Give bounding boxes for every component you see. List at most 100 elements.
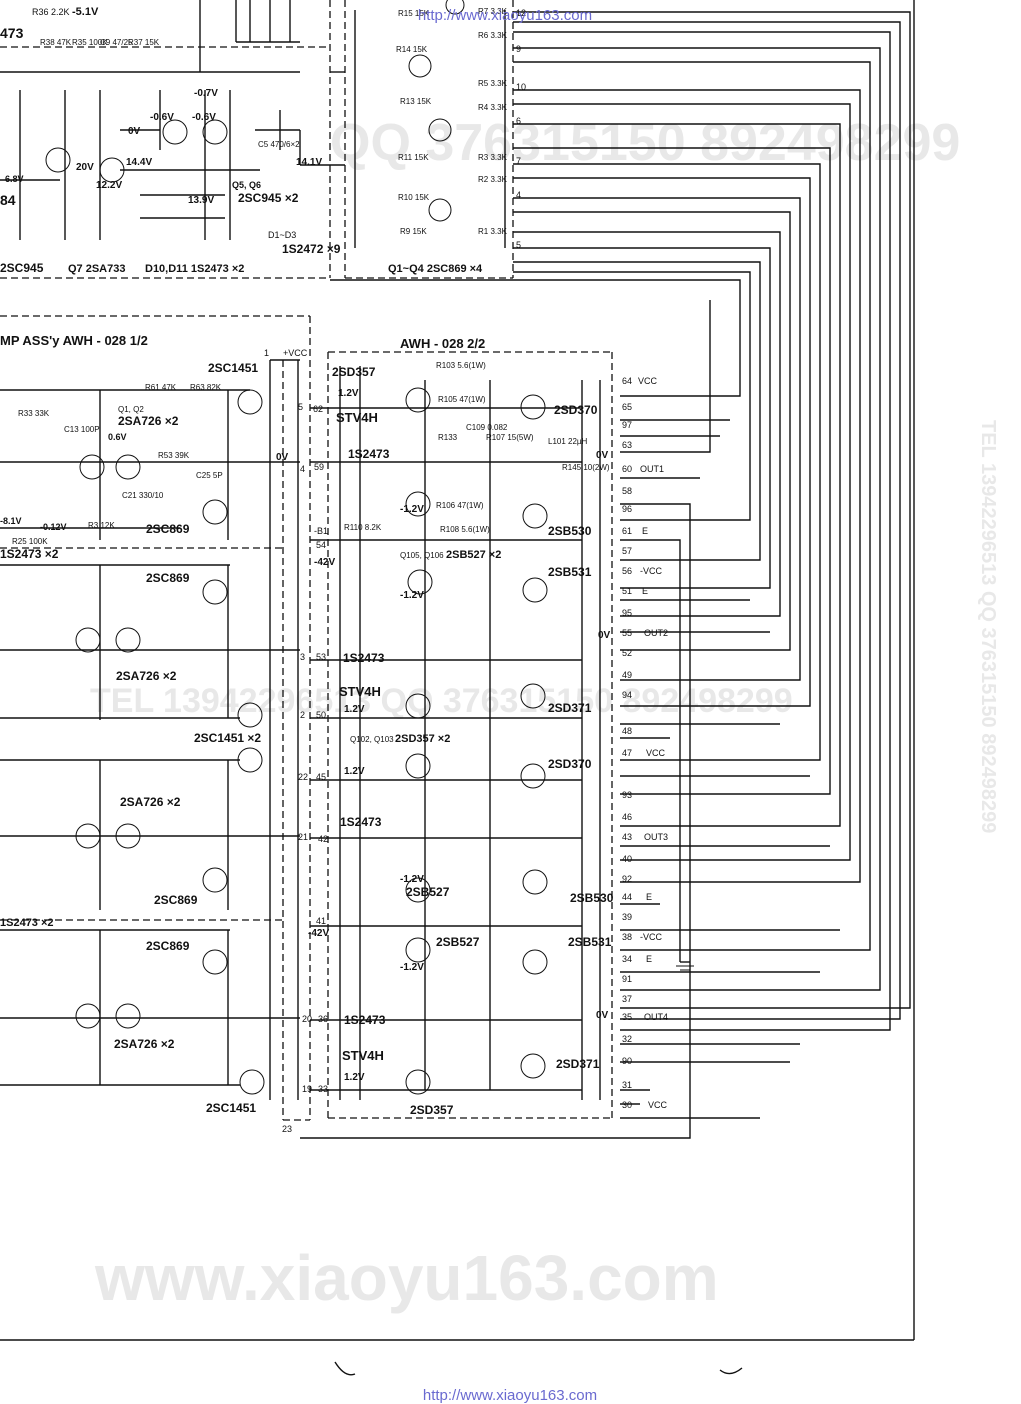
top-voltage-12v2: 12.2V bbox=[96, 180, 122, 191]
top-q1q4-label: Q1~Q4 2SC869 ×4 bbox=[388, 263, 483, 275]
amp-right-lpin-54: 54 bbox=[316, 540, 326, 550]
amp-right-0v-b: 0V bbox=[598, 630, 611, 641]
amp-right-v-2: -1.2V bbox=[400, 504, 424, 515]
amp-left-pin-2: 2 bbox=[300, 710, 305, 720]
amp-right-0v-a: 0V bbox=[596, 450, 609, 461]
pin-56: 56 bbox=[622, 566, 632, 576]
amp-right-v-5: 1.2V bbox=[344, 766, 365, 777]
amp-left-pin-3: 3 bbox=[300, 652, 305, 662]
watermark-site: www.xiaoyu163.com bbox=[94, 1242, 719, 1314]
top-voltage-6v8: 6.8V bbox=[5, 174, 24, 184]
ladder-pin-12: 12 bbox=[516, 8, 526, 18]
ladder-r7: R7 3.3K bbox=[478, 7, 508, 16]
top-voltage-0v7: -0.7V bbox=[194, 88, 218, 99]
amp-right-part-17: 2SD371 bbox=[548, 701, 592, 715]
amp-left-part-3: 2SC869 bbox=[146, 522, 190, 536]
ladder-r6: R6 3.3K bbox=[478, 31, 508, 40]
pin-64: 64 bbox=[622, 376, 632, 386]
ladder-r2: R2 3.3K bbox=[478, 175, 508, 184]
amp-right-part-15: 2SB530 bbox=[548, 524, 592, 538]
amp-right-part-8: 1S2473 bbox=[340, 815, 382, 829]
amp-right-v-9: -42V bbox=[314, 557, 335, 568]
ladder-r15: R15 15K bbox=[398, 9, 430, 18]
amp-left-r33: R33 33K bbox=[18, 409, 50, 418]
amp-right-q105q106: Q105, Q106 bbox=[400, 551, 444, 560]
pin-49: 49 bbox=[622, 670, 632, 680]
bottom-url: http://www.xiaoyu163.com bbox=[423, 1387, 597, 1404]
amp-right-b1: -B1 bbox=[314, 526, 328, 536]
pin-55-label: OUT2 bbox=[644, 628, 668, 638]
amp-right-lpin-33: 33 bbox=[318, 1084, 328, 1094]
amp-left-part-2: 2SA726 ×2 bbox=[118, 414, 179, 428]
pin-48: 48 bbox=[622, 726, 632, 736]
amp-right-part-20: 2SB531 bbox=[568, 935, 612, 949]
amp-right-v-3: -1.2V bbox=[400, 590, 424, 601]
amp-left-part-1: 2SC1451 bbox=[208, 361, 258, 375]
amp-right-v-8: 1.2V bbox=[344, 1072, 365, 1083]
top-voltage-14v1: 14.1V bbox=[296, 157, 322, 168]
pin-64-label: VCC bbox=[638, 376, 658, 386]
pin-44-label: E bbox=[646, 892, 652, 902]
top-partial-473: 473 bbox=[0, 25, 24, 41]
amp-left-title: MP ASS'y AWH - 028 1/2 bbox=[0, 333, 148, 348]
amp-left-81v: -8.1V bbox=[0, 516, 22, 526]
amp-right-part-4: 2SB527 ×2 bbox=[446, 549, 501, 561]
pin-40: 40 bbox=[622, 854, 632, 864]
top-url: http://www.xiaoyu163.com bbox=[418, 7, 592, 24]
amp-right-0v-c: 0V bbox=[596, 1010, 609, 1021]
amp-left-c13: C13 100P bbox=[64, 425, 100, 434]
amp-left-r53: R53 39K bbox=[158, 451, 190, 460]
amp-left-pin-22: 22 bbox=[298, 772, 308, 782]
amp-right-part-18: 2SD370 bbox=[548, 757, 592, 771]
amp-right-r107: R107 15(5W) bbox=[486, 433, 534, 442]
amp-left-c21: C21 330/10 bbox=[122, 491, 164, 500]
amp-left-c25: C25 5P bbox=[196, 471, 223, 480]
amp-left-part-9: 2SC869 bbox=[154, 893, 198, 907]
amp-left-pin-23: 23 bbox=[282, 1124, 292, 1134]
amp-right-part-16: 2SB531 bbox=[548, 565, 592, 579]
amp-right-r106: R106 47(1W) bbox=[436, 501, 484, 510]
pin-31: 31 bbox=[622, 1080, 632, 1090]
pin-93: 93 bbox=[622, 790, 632, 800]
amp-right-lpin-36: 36 bbox=[318, 1014, 328, 1024]
amp-right-r145: R145 10(2W) bbox=[562, 463, 610, 472]
pin-35: 35 bbox=[622, 1012, 632, 1022]
pin-35-label: OUT4 bbox=[644, 1012, 668, 1022]
top-voltage-20v: 20V bbox=[76, 162, 94, 173]
page-marks bbox=[334, 1361, 743, 1376]
pin-63: 63 bbox=[622, 440, 632, 450]
ladder-r4: R4 3.3K bbox=[478, 103, 508, 112]
pin-95: 95 bbox=[622, 608, 632, 618]
top-voltage-0v6a: -0.6V bbox=[150, 112, 174, 123]
ladder-r10: R10 15K bbox=[398, 193, 430, 202]
top-c9: C9 47/25 bbox=[100, 38, 133, 47]
amp-right-r133: R133 bbox=[438, 433, 458, 442]
top-d1d3-part: 1S2472 ×9 bbox=[282, 242, 341, 256]
pin-96: 96 bbox=[622, 504, 632, 514]
amp-right-title: AWH - 028 2/2 bbox=[400, 336, 485, 351]
pin-46: 46 bbox=[622, 812, 632, 822]
ladder-r13: R13 15K bbox=[400, 97, 432, 106]
amp-left-0v6: 0.6V bbox=[108, 432, 127, 442]
amp-left-r61: R61 47K bbox=[145, 383, 177, 392]
ladder-pin-10: 10 bbox=[516, 82, 526, 92]
pin-65: 65 bbox=[622, 402, 632, 412]
pin-91: 91 bbox=[622, 974, 632, 984]
amp-right-lpin-53: 53 bbox=[316, 652, 326, 662]
ladder-pin-7: 7 bbox=[516, 156, 521, 166]
pin-38: 38 bbox=[622, 932, 632, 942]
top-voltage-5v1: -5.1V bbox=[72, 6, 99, 18]
amp-left-pin-19: 19 bbox=[302, 1084, 312, 1094]
ladder-pin-4: 4 bbox=[516, 190, 521, 200]
ladder-pin-6: 6 bbox=[516, 116, 521, 126]
top-voltage-13v9: 13.9V bbox=[188, 195, 214, 206]
amp-right-block bbox=[310, 351, 613, 1119]
pin-30: 30 bbox=[622, 1100, 632, 1110]
top-r36: R36 2.2K bbox=[32, 7, 70, 17]
amp-right-labels: AWH - 028 2/2 62 59 54 53 50 45 42 41 36… bbox=[308, 336, 668, 1117]
top-q5q6: Q5, Q6 bbox=[232, 180, 261, 190]
top-labels: -5.1V R36 2.2K 473 R38 47K R35 100K C9 4… bbox=[0, 6, 526, 275]
pin-61-label: E bbox=[642, 526, 648, 536]
amp-left-part-11: 2SC869 bbox=[146, 939, 190, 953]
amp-left-labels: MP ASS'y AWH - 028 1/2 +VCC 1 0V 2SC1451… bbox=[0, 333, 312, 1134]
